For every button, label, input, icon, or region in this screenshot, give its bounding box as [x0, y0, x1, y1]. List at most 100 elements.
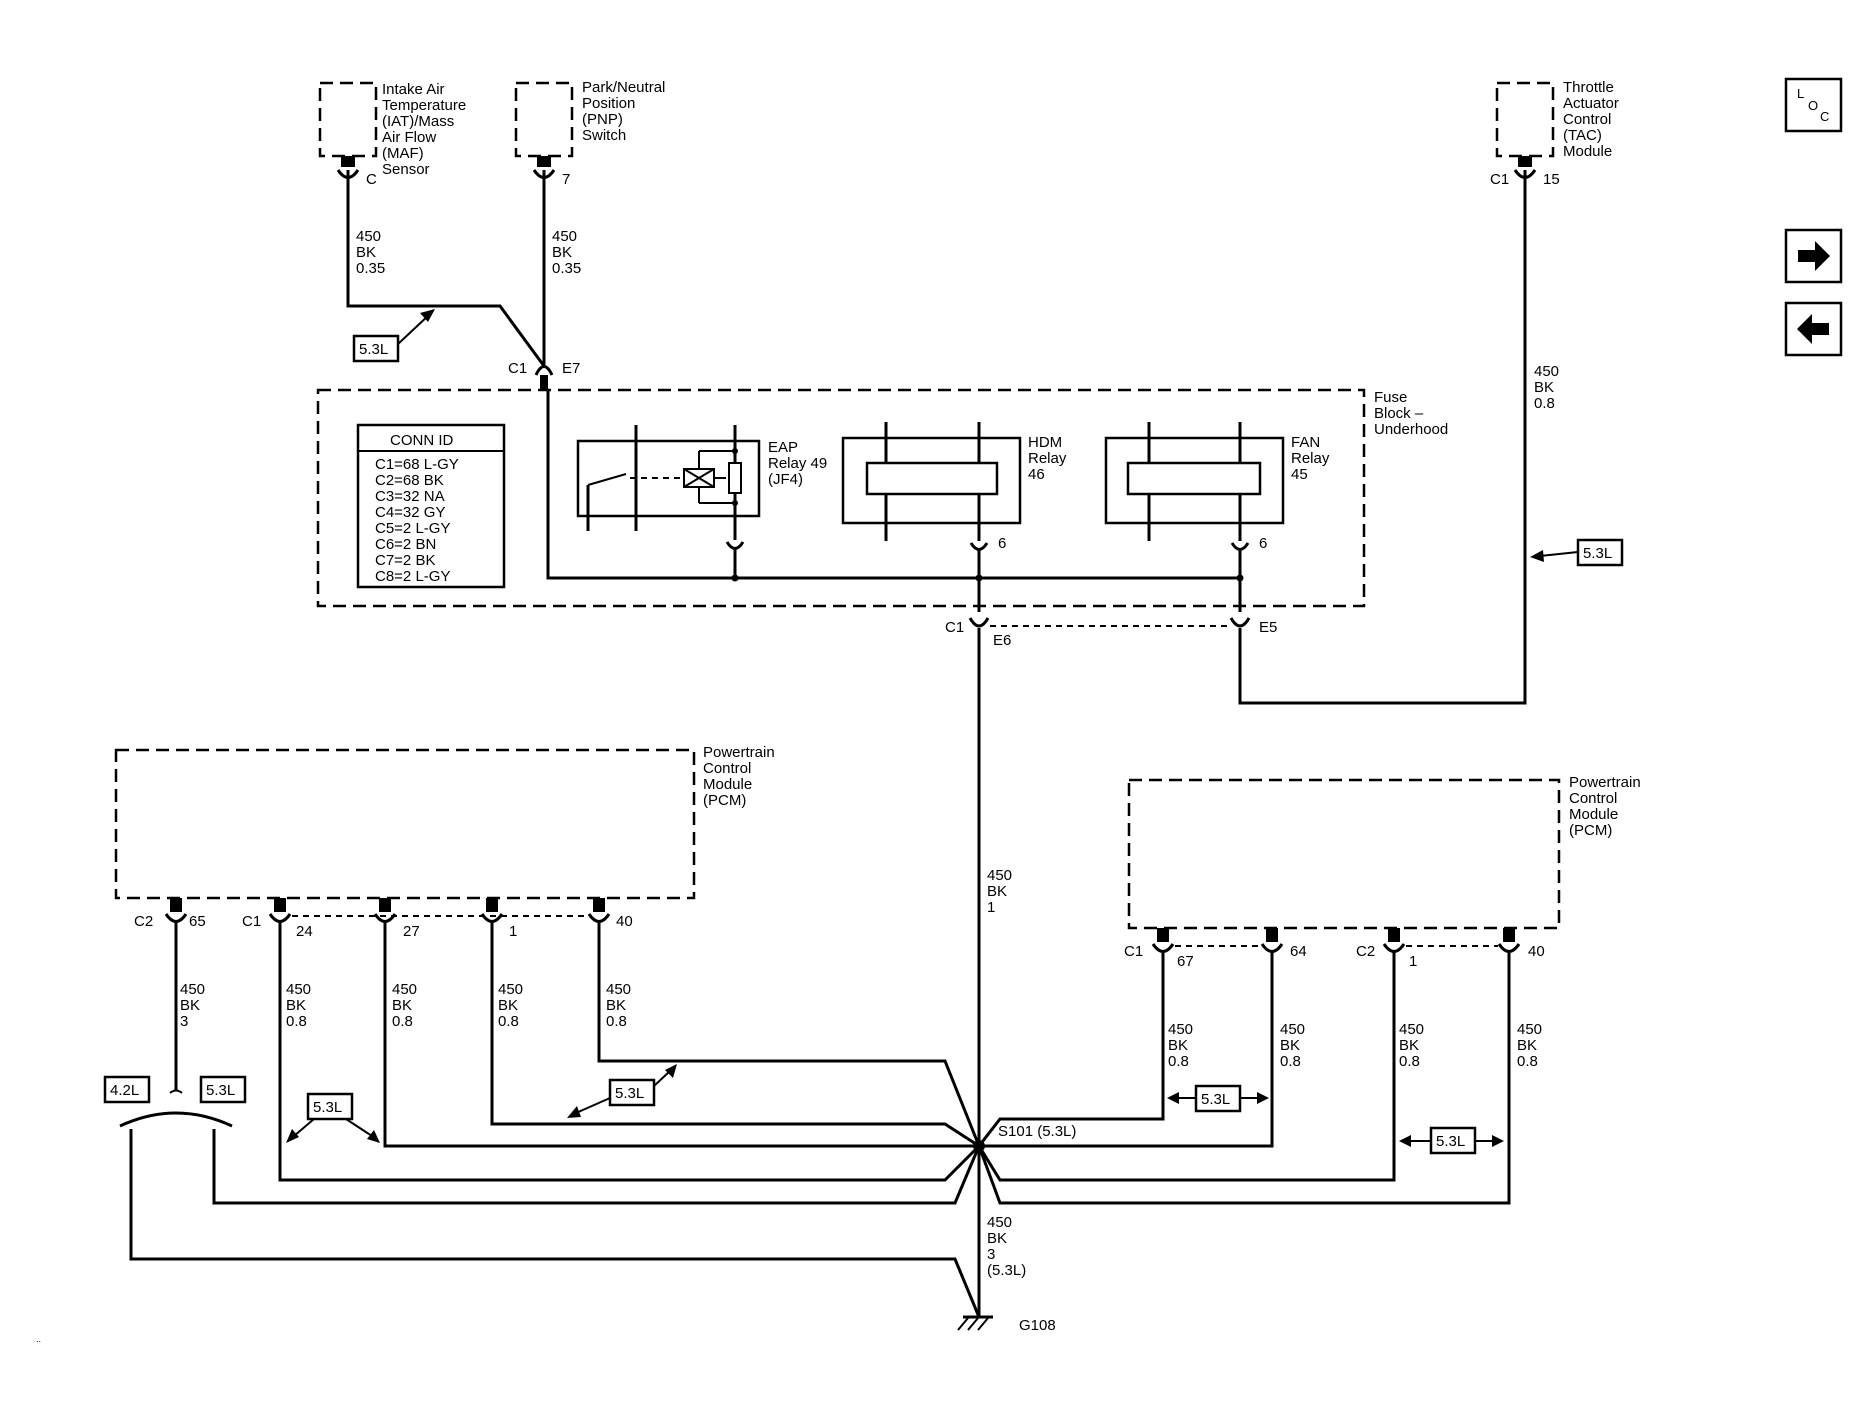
iat-maf-pin: C — [366, 171, 377, 188]
lpcm-c1-40-wire-label: 450 BK 0.8 — [606, 981, 635, 1030]
fb-c1-lower-label: C1 — [945, 619, 964, 636]
locator-button[interactable]: L O C — [1784, 77, 1843, 133]
lpcm-c1-1-wire: 450 BK 0.8 — [490, 922, 980, 1148]
back-button[interactable] — [1784, 301, 1843, 357]
fuse-block-connector-e7: C1 E7 — [508, 360, 580, 389]
tac-wire: 450 BK 0.8 — [1238, 185, 1563, 705]
arrow-head — [1399, 1135, 1411, 1147]
option-tag-text: 5.3L — [359, 341, 388, 358]
option-tag-5-3l: 5.3L — [352, 309, 435, 363]
tac-conn: C1 — [1490, 171, 1509, 188]
lpcm-65-label: 65 — [189, 913, 206, 930]
hdm-relay: HDM Relay 46 6 — [841, 422, 1071, 578]
lpcm-27-label: 27 — [403, 923, 420, 940]
pcm-left-label: Powertrain Control Module (PCM) — [703, 744, 779, 809]
locator-icon: L — [1797, 86, 1804, 101]
rpcm-c1-67-wire-label: 450 BK 0.8 — [1168, 1021, 1197, 1070]
eap-relay-label: EAP Relay 49 (JF4) — [768, 439, 831, 488]
rpcm-67-label: 67 — [1177, 953, 1194, 970]
option-tag-text: 4.2L — [110, 1082, 139, 1099]
option-tag-text: 5.3L — [615, 1085, 644, 1102]
option-tag-5-3l-1-40: 5.3L — [567, 1064, 677, 1118]
splice-s101: S101 (5.3L) — [973, 1123, 1076, 1152]
lpcm-c2-65-wire: 450 BK 3 — [119, 922, 981, 1318]
iat-wire: 450 BK 0.35 — [346, 185, 546, 367]
lpcm-c1-24-wire: 450 BK 0.8 — [278, 922, 981, 1182]
conn-id-rows: C1=68 L-GY C2=68 BK C3=32 NA C4=32 GY C5… — [375, 456, 463, 585]
fuse-block-label: Fuse Block – Underhood — [1374, 389, 1448, 438]
hdm-relay-pin: 6 — [998, 535, 1006, 552]
fuse-block-underhood: Fuse Block – Underhood — [316, 388, 1448, 608]
rpcm-1-label: 1 — [1409, 953, 1417, 970]
pnp-pin: 7 — [562, 171, 570, 188]
ground-wire: 450 BK 3 (5.3L) — [987, 1214, 1026, 1279]
arrow-head — [1530, 550, 1544, 562]
rpcm-c2-40-wire: 450 BK 0.8 — [977, 952, 1546, 1205]
center-wire: 450 BK 1 — [977, 628, 1016, 1317]
pnp-switch: Park/Neutral Position (PNP) Switch 7 — [514, 79, 670, 188]
option-tag-5-3l-c2: 5.3L — [1399, 1126, 1504, 1155]
arrow-head — [665, 1064, 677, 1078]
ground-label: G108 — [1019, 1317, 1056, 1334]
rpcm-c2-1-wire-label: 450 BK 0.8 — [1399, 1021, 1428, 1070]
pcm-right-label: Powertrain Control Module (PCM) — [1569, 774, 1645, 839]
lpcm-c1-27-wire-label: 450 BK 0.8 — [392, 981, 421, 1030]
locator-icon-o: O — [1808, 98, 1818, 113]
option-tag-text: 5.3L — [1201, 1091, 1230, 1108]
conn-id-table: CONN ID C1=68 L-GY C2=68 BK C3=32 NA C4=… — [356, 423, 506, 589]
fuse-block-connector-e6-e5: C1 E6 E5 — [945, 578, 1277, 703]
rpcm-c2-label: C2 — [1356, 943, 1375, 960]
lpcm-24-label: 24 — [296, 923, 313, 940]
pnp-label: Park/Neutral Position (PNP) Switch — [582, 79, 670, 144]
pnp-wire: 450 BK 0.35 — [542, 185, 581, 366]
tac-pin: 15 — [1543, 171, 1560, 188]
iat-maf-label: Intake Air Temperature (IAT)/Mass Air Fl… — [382, 81, 470, 178]
lpcm-40-label: 40 — [616, 913, 633, 930]
rpcm-c1-64-wire-label: 450 BK 0.8 — [1280, 1021, 1309, 1070]
pcm-left: Powertrain Control Module (PCM) — [114, 744, 779, 900]
lpcm-c1-1-wire-label: 450 BK 0.8 — [498, 981, 527, 1030]
arrow-head — [420, 309, 435, 322]
lpcm-c2-label: C2 — [134, 913, 153, 930]
rpcm-c1-64-wire: 450 BK 0.8 — [979, 952, 1309, 1148]
splice-label: S101 (5.3L) — [998, 1123, 1076, 1140]
option-tag-text: 5.3L — [1436, 1133, 1465, 1150]
rpcm-c1-label: C1 — [1124, 943, 1143, 960]
fb-e6-label: E6 — [993, 632, 1011, 649]
rpcm-c2-40-wire-label: 450 BK 0.8 — [1517, 1021, 1546, 1070]
lpcm-c1-40-wire: 450 BK 0.8 — [597, 922, 981, 1147]
lpcm-c2-65-wire-label: 450 BK 3 — [180, 981, 209, 1030]
center-wire-label: 450 BK 1 — [987, 867, 1016, 916]
arrow-head — [286, 1129, 299, 1143]
fan-relay: FAN Relay 45 6 — [1104, 422, 1330, 578]
fb-c1-label: C1 — [508, 360, 527, 377]
arrow-head — [1257, 1092, 1269, 1104]
arrow-right-icon — [1798, 241, 1830, 271]
iat-wire-label: 450 BK 0.35 — [356, 228, 385, 277]
pcm-right: Powertrain Control Module (PCM) — [1127, 774, 1645, 930]
fb-e5-label: E5 — [1259, 619, 1277, 636]
arrow-left-icon — [1797, 314, 1829, 344]
arrow-head — [367, 1130, 380, 1143]
forward-button[interactable] — [1784, 228, 1843, 284]
option-tag-text: 5.3L — [206, 1082, 235, 1099]
arrow-head — [567, 1106, 581, 1118]
rpcm-c1-67-wire: 450 BK 0.8 — [977, 952, 1197, 1147]
iat-maf-sensor: Intake Air Temperature (IAT)/Mass Air Fl… — [318, 81, 470, 188]
lpcm-1-label: 1 — [509, 923, 517, 940]
fb-e7-label: E7 — [562, 360, 580, 377]
lpcm-c1-24-wire-label: 450 BK 0.8 — [286, 981, 315, 1030]
option-tag-5-3l-pcm: 5.3L — [199, 1075, 247, 1104]
eap-relay: EAP Relay 49 (JF4) — [576, 425, 831, 578]
ground-wire-label: 450 BK 3 (5.3L) — [987, 1214, 1026, 1279]
option-tag-5-3l-24-27: 5.3L — [286, 1092, 380, 1143]
arrow-head — [1167, 1092, 1179, 1104]
tac-wire-label: 450 BK 0.8 — [1534, 363, 1563, 412]
lpcm-c1-label: C1 — [242, 913, 261, 930]
arrow-head — [1492, 1135, 1504, 1147]
option-tag-5-3l-tac: 5.3L — [1530, 538, 1624, 567]
hdm-relay-label: HDM Relay 46 — [1028, 434, 1071, 483]
option-tag-5-3l-67-64: 5.3L — [1167, 1084, 1269, 1113]
lpcm-c1-27-wire: 450 BK 0.8 — [383, 922, 979, 1148]
